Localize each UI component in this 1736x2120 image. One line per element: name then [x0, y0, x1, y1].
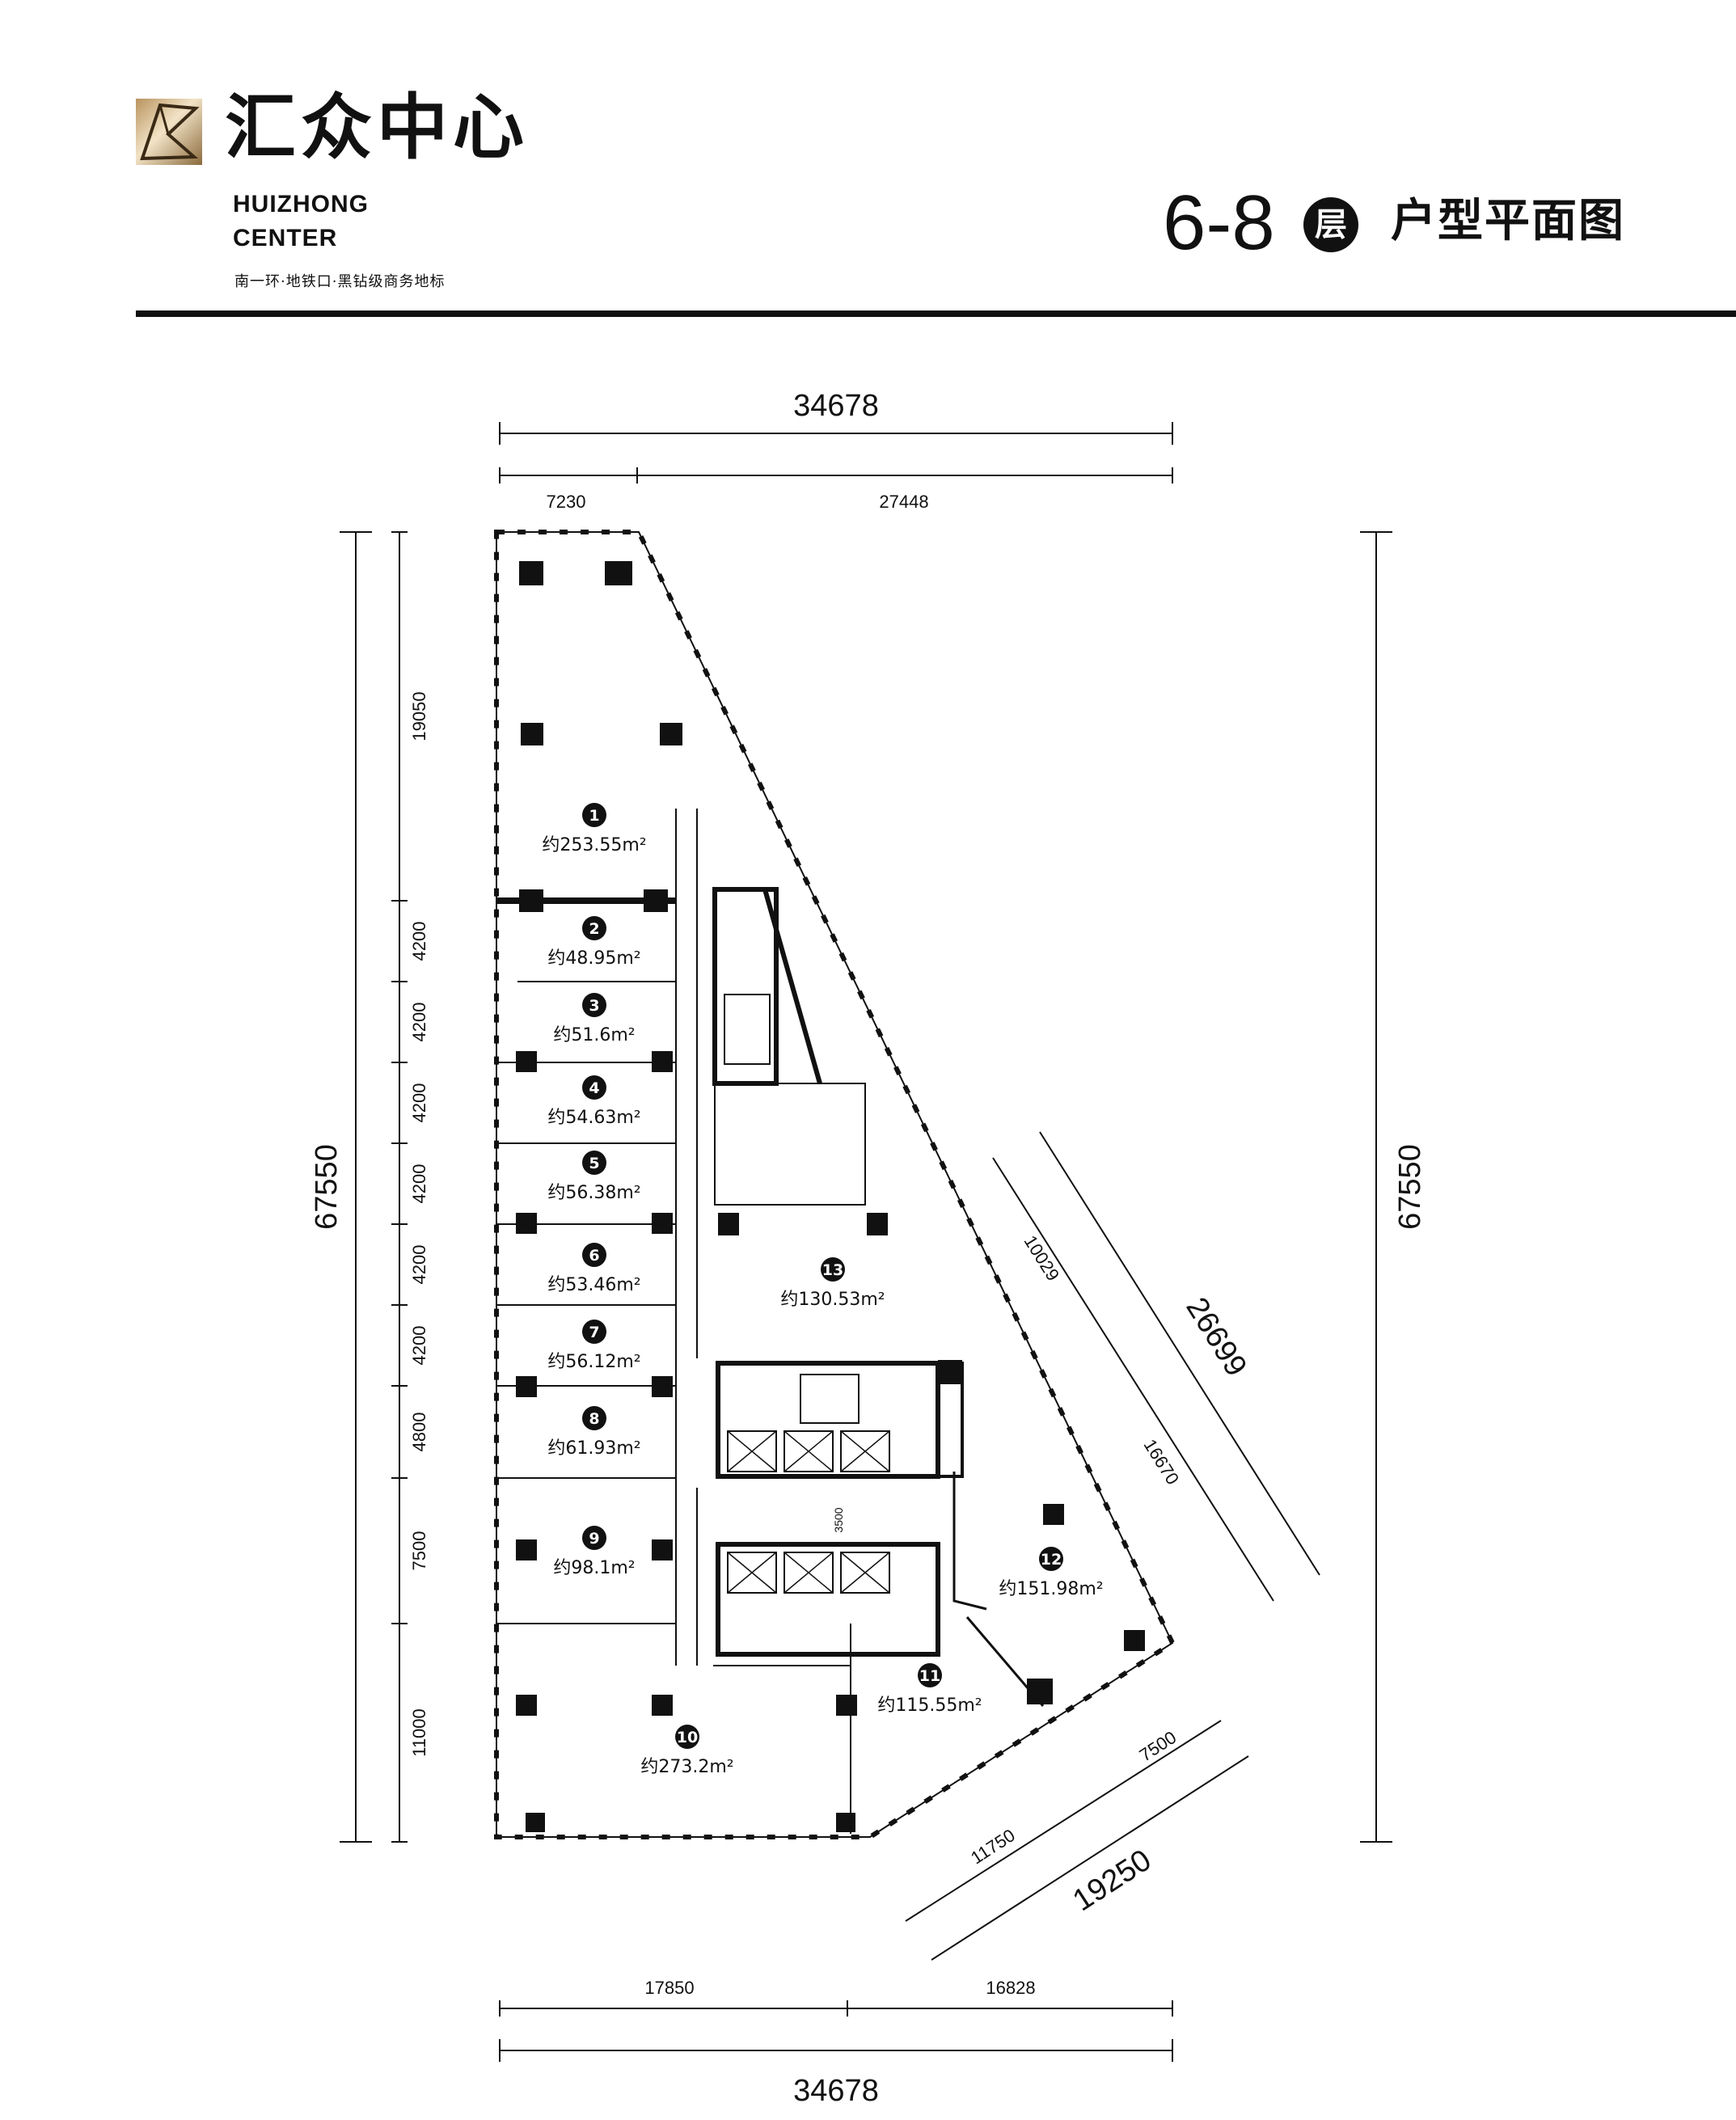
unit-area: 约56.38m²: [547, 1183, 640, 1203]
unit-number: 8: [589, 1410, 599, 1428]
unit-number-badge: [582, 993, 606, 1017]
dim-left-segment: 4200: [409, 1245, 429, 1285]
unit-area: 约53.46m²: [547, 1275, 640, 1295]
dim-left-segment: 4200: [409, 1164, 429, 1204]
unit-12: 12 约151.98m²: [999, 1547, 1104, 1599]
dim-core-gap: 3500: [832, 1507, 845, 1532]
unit-8: 8 约61.93m²: [547, 1406, 641, 1459]
dim-left-segment: 4200: [409, 1083, 429, 1123]
unit-10: 10 约273.2m²: [640, 1725, 734, 1777]
unit-number-badge: [821, 1257, 845, 1282]
dim-diag-lower: 16670: [1140, 1435, 1184, 1488]
brand-name-cn: 汇众中心: [225, 86, 530, 169]
unit-area: 约115.55m²: [877, 1696, 982, 1716]
unit-area: 约98.1m²: [553, 1558, 635, 1578]
unit-number-badge: [582, 1075, 606, 1100]
dim-top-right: 27448: [879, 492, 928, 512]
unit-number: 12: [1041, 1551, 1062, 1569]
dim-right-total: 67550: [1393, 1144, 1427, 1230]
dim-left-segment: 4800: [409, 1413, 429, 1452]
unit-number-badge: [675, 1725, 699, 1749]
unit-number-badge: [582, 1320, 606, 1344]
brand-name-en-line1: HUIZHONG: [233, 191, 369, 217]
unit-13: 13 约130.53m²: [780, 1257, 885, 1310]
unit-2: 2 约48.95m²: [547, 916, 641, 969]
unit-number: 6: [589, 1247, 599, 1265]
unit-area: 约130.53m²: [780, 1290, 885, 1310]
unit-11: 11 约115.55m²: [877, 1663, 982, 1716]
dim-left-segment: 4200: [409, 1003, 429, 1042]
unit-number-badge: [582, 1243, 606, 1267]
unit-number: 13: [822, 1261, 843, 1279]
unit-number-badge: [582, 1406, 606, 1430]
unit-area: 约48.95m²: [547, 948, 640, 969]
header-divider: [136, 310, 1736, 317]
dim-left-segment: 7500: [409, 1531, 429, 1571]
unit-number-badge: [582, 1526, 606, 1550]
unit-number-badge: [582, 1151, 606, 1175]
dim-left-segment: 4200: [409, 922, 429, 961]
unit-area: 约253.55m²: [542, 835, 646, 855]
unit-number-badge: [582, 916, 606, 940]
unit-area: 约61.93m²: [547, 1438, 640, 1459]
unit-9: 9 约98.1m²: [553, 1526, 636, 1578]
plan-title: 户型平面图: [1391, 195, 1625, 247]
dim-diag-total: 26699: [1179, 1292, 1253, 1383]
unit-number: 3: [589, 997, 599, 1015]
dim-corner-total: 19250: [1067, 1843, 1157, 1919]
unit-number: 7: [589, 1324, 599, 1341]
unit-number: 11: [919, 1667, 940, 1685]
floor-badge: 层: [1303, 197, 1358, 252]
unit-4: 4 约54.63m²: [547, 1075, 641, 1128]
dim-top-total: 34678: [793, 389, 879, 423]
unit-area: 约151.98m²: [999, 1579, 1103, 1599]
brand-name-en: HUIZHONG CENTER: [233, 188, 369, 255]
unit-number: 4: [589, 1079, 599, 1097]
unit-area: 约56.12m²: [547, 1352, 640, 1372]
dim-left-total: 67550: [310, 1144, 344, 1230]
unit-5: 5 约56.38m²: [547, 1151, 641, 1203]
dim-left-segment: 11000: [409, 1708, 429, 1757]
dim-bottom-right: 16828: [986, 1978, 1035, 1998]
tagline: 南一环·地铁口·黑钻级商务地标: [234, 273, 446, 290]
dim-top-left: 7230: [547, 492, 586, 512]
dim-left-segment: 4200: [409, 1326, 429, 1366]
unit-6: 6 约53.46m²: [547, 1243, 641, 1295]
dim-corner-left: 11750: [967, 1825, 1019, 1868]
unit-number: 1: [589, 807, 599, 825]
unit-7: 7 约56.12m²: [547, 1320, 641, 1372]
dim-left-segment: 19050: [409, 691, 429, 741]
unit-number-badge: [582, 803, 606, 827]
floor-range: 6-8: [1163, 179, 1275, 266]
unit-number: 9: [589, 1530, 599, 1548]
unit-number: 2: [589, 920, 599, 938]
unit-number: 5: [589, 1155, 599, 1172]
dim-bottom-total: 34678: [793, 2074, 879, 2108]
dim-bottom-left: 17850: [644, 1978, 694, 1998]
unit-number-badge: [918, 1663, 942, 1687]
brand-name-en-line2: CENTER: [233, 225, 338, 251]
unit-area: 约51.6m²: [553, 1025, 635, 1045]
diamond-logo-icon: [136, 99, 202, 165]
unit-area: 约54.63m²: [547, 1108, 640, 1128]
unit-number: 10: [677, 1729, 698, 1746]
unit-1: 1 约253.55m²: [542, 803, 647, 855]
dim-corner-right: 7500: [1136, 1727, 1181, 1766]
unit-number-badge: [1039, 1547, 1063, 1571]
unit-3: 3 约51.6m²: [553, 993, 636, 1045]
unit-area: 约273.2m²: [640, 1757, 733, 1777]
